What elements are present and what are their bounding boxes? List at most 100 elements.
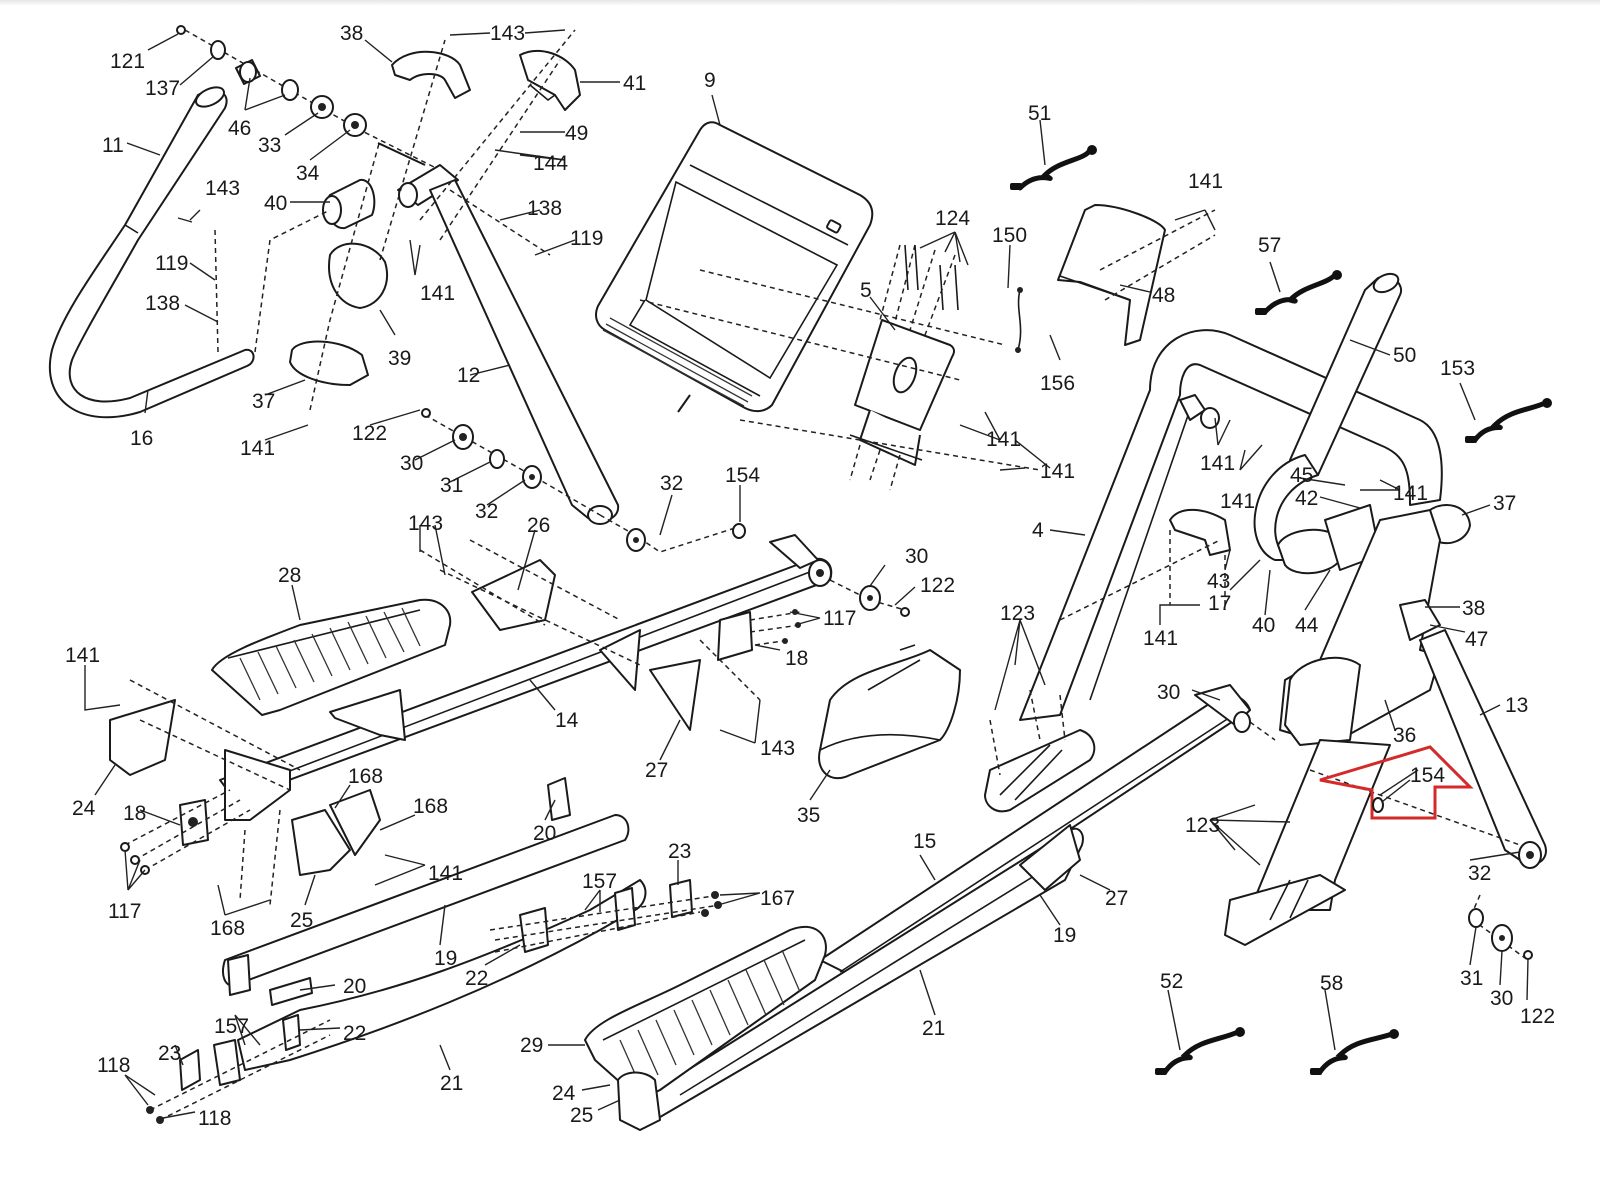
part-label: 143 bbox=[205, 177, 240, 200]
right-lower-link-19-21 bbox=[639, 824, 1084, 1121]
part-label: 33 bbox=[258, 134, 281, 157]
part-label: 49 bbox=[565, 122, 588, 145]
pedal-arm-part-14 bbox=[219, 534, 910, 801]
part-label: 19 bbox=[434, 947, 457, 970]
part-label: 9 bbox=[704, 69, 716, 92]
part-label: 141 bbox=[1040, 460, 1075, 483]
part-label: 37 bbox=[1493, 492, 1516, 515]
part-label: 141 bbox=[428, 862, 463, 885]
part-label: 123 bbox=[1000, 602, 1035, 625]
part-label: 18 bbox=[785, 647, 808, 670]
wire-part-150 bbox=[1015, 287, 1023, 353]
part-label: 23 bbox=[668, 840, 691, 863]
leader-lines bbox=[84, 29, 1529, 1119]
part-label: 52 bbox=[1160, 970, 1183, 993]
part-label: 14 bbox=[555, 709, 579, 732]
part-label: 38 bbox=[1462, 597, 1485, 620]
part-label: 27 bbox=[645, 759, 668, 782]
part-label: 16 bbox=[130, 427, 153, 450]
part-label: 20 bbox=[533, 822, 556, 845]
cable-part-58 bbox=[1310, 1029, 1399, 1075]
part-label: 157 bbox=[582, 870, 617, 893]
brackets-26-27 bbox=[419, 539, 801, 731]
front-base-foot bbox=[984, 689, 1096, 813]
cable-part-52 bbox=[1155, 1027, 1245, 1075]
part-label: 23 bbox=[158, 1042, 181, 1065]
part-label: 150 bbox=[992, 224, 1027, 247]
part-label: 31 bbox=[440, 474, 463, 497]
part-label: 137 bbox=[145, 77, 180, 100]
assembly-dash-lines-upper bbox=[214, 29, 736, 553]
part-label: 118 bbox=[97, 1054, 130, 1077]
part-label: 40 bbox=[1252, 614, 1275, 637]
part-label: 119 bbox=[155, 252, 188, 275]
rear-shroud-part-48 bbox=[1057, 204, 1216, 346]
part-label: 141 bbox=[1188, 170, 1223, 193]
cover-part-43 bbox=[1059, 508, 1231, 621]
part-label: 24 bbox=[72, 797, 96, 820]
part-label: 143 bbox=[760, 737, 795, 760]
part-label: 30 bbox=[400, 452, 423, 475]
left-end-caps bbox=[109, 679, 381, 906]
part-label: 32 bbox=[475, 500, 498, 523]
top-edge-shadow bbox=[0, 0, 1600, 6]
part-label: 141 bbox=[240, 437, 275, 460]
part-label: 118 bbox=[198, 1107, 231, 1130]
part-label: 26 bbox=[527, 514, 550, 537]
front-shroud-part-35 bbox=[818, 644, 961, 780]
part-label: 30 bbox=[1490, 987, 1513, 1010]
part-label: 37 bbox=[252, 390, 275, 413]
cable-part-51 bbox=[1010, 145, 1097, 191]
rear-body-part-36 bbox=[1224, 509, 1441, 946]
part-label: 25 bbox=[290, 909, 313, 932]
part-label: 39 bbox=[388, 347, 411, 370]
part-label: 18 bbox=[123, 802, 146, 825]
cable-part-57 bbox=[1255, 270, 1342, 315]
part-label: 156 bbox=[1040, 372, 1075, 395]
part-label: 45 bbox=[1290, 464, 1313, 487]
part-label: 144 bbox=[533, 152, 568, 175]
part-label: 141 bbox=[986, 428, 1021, 451]
part-label: 117 bbox=[823, 607, 856, 630]
part-label: 32 bbox=[660, 472, 683, 495]
part-label: 117 bbox=[108, 900, 141, 923]
rear-leg-part-13 bbox=[1309, 629, 1547, 960]
part-label: 38 bbox=[340, 22, 363, 45]
main-frame-part-4 bbox=[1019, 329, 1443, 721]
part-label: 22 bbox=[343, 1022, 366, 1045]
part-label: 13 bbox=[1505, 694, 1528, 717]
part-label: 35 bbox=[797, 804, 820, 827]
part-label: 40 bbox=[264, 192, 287, 215]
part-label: 20 bbox=[343, 975, 366, 998]
part-label: 36 bbox=[1393, 724, 1416, 747]
part-label: 29 bbox=[520, 1034, 543, 1057]
part-label: 141 bbox=[420, 282, 455, 305]
part-label: 34 bbox=[296, 162, 320, 185]
part-label: 153 bbox=[1440, 357, 1475, 380]
part-label: 22 bbox=[465, 967, 488, 990]
part-label: 157 bbox=[214, 1015, 249, 1038]
part-label: 119 bbox=[570, 227, 603, 250]
part-label: 122 bbox=[920, 574, 955, 597]
part-label: 43 bbox=[1207, 570, 1230, 593]
pedal-part-29 bbox=[584, 925, 827, 1131]
part-label: 141 bbox=[1143, 627, 1178, 650]
shroud-covers-top bbox=[391, 50, 581, 111]
part-label: 21 bbox=[922, 1017, 945, 1040]
part-label: 46 bbox=[228, 117, 251, 140]
part-label: 57 bbox=[1258, 234, 1281, 257]
part-label: 122 bbox=[352, 422, 387, 445]
pivot-hardware-chain bbox=[176, 25, 441, 171]
part-label: 50 bbox=[1393, 344, 1416, 367]
part-label: 47 bbox=[1465, 628, 1488, 651]
left-lower-link-19-21 bbox=[146, 777, 722, 1124]
part-label: 24 bbox=[552, 1082, 576, 1105]
part-label: 168 bbox=[210, 917, 245, 940]
part-label: 168 bbox=[348, 765, 383, 788]
part-label: 27 bbox=[1105, 887, 1128, 910]
part-label: 143 bbox=[408, 512, 443, 535]
part-label: 15 bbox=[913, 830, 936, 853]
part-label: 121 bbox=[110, 50, 145, 73]
highlight-arrow-part-154 bbox=[1319, 745, 1474, 820]
